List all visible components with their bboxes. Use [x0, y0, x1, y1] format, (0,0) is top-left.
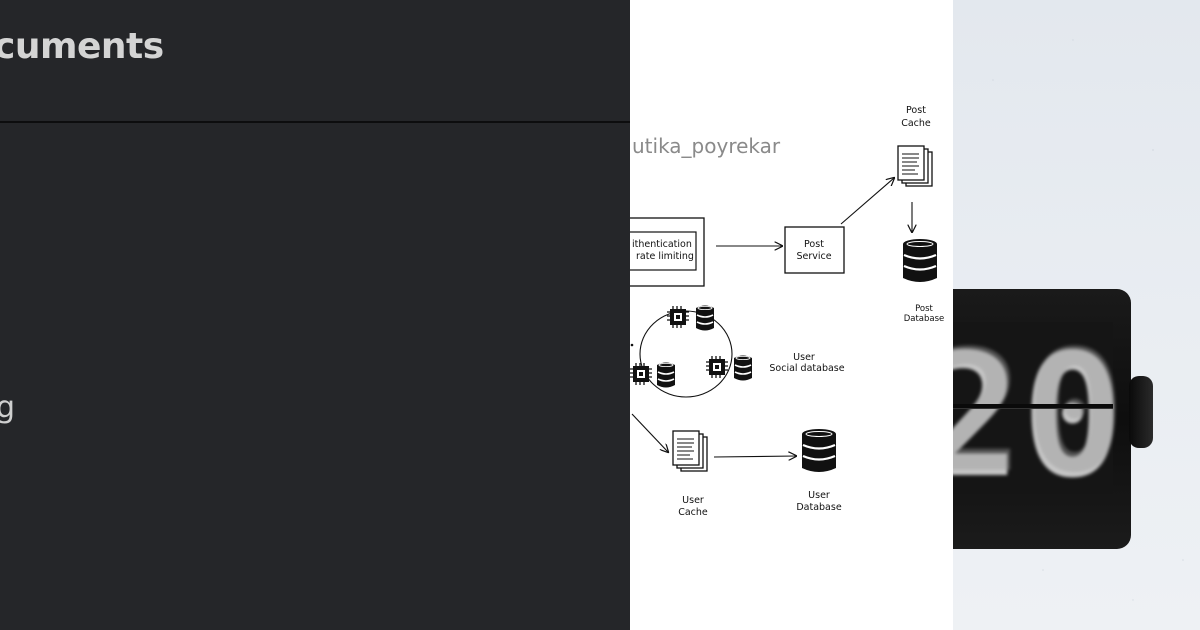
header-divider [0, 121, 630, 123]
panel-title: cuments [0, 26, 164, 67]
mini-database-icon [656, 361, 676, 389]
user-cache-icon [672, 430, 708, 472]
post-cache-label-2: Cache [901, 118, 931, 129]
dark-documents-panel: cuments g [0, 0, 630, 630]
architecture-diagram: utika_poyrekar ithentication rate limiti… [630, 105, 945, 518]
user-database-label-2: Database [796, 502, 841, 513]
user-social-db-label-2: Social database [769, 363, 844, 374]
auth-label: ithentication [632, 239, 692, 250]
user-cache-label-1: User [682, 495, 704, 506]
flip-clock-image: 20 20 [953, 39, 1184, 601]
post-database-label-1: Post [915, 304, 933, 314]
mini-database-icon [733, 354, 753, 382]
server-icon [666, 305, 690, 329]
arrow-user-cache-to-db [713, 456, 796, 457]
post-cache-label-1: Post [906, 105, 926, 116]
user-social-db-label-1: User [793, 352, 815, 363]
flip-digits: 20 20 [953, 314, 1125, 516]
post-service-box: Post Service [784, 226, 845, 274]
sidebar-item-fragment: g [0, 390, 16, 425]
rate-limit-label: rate limiting [636, 251, 694, 262]
post-database-label-2: Database [904, 314, 945, 324]
flip-clock-photo: 20 20 [953, 0, 1200, 630]
svg-text:20: 20 [953, 314, 1125, 510]
server-icon [705, 355, 729, 379]
flip-digits-text: 20 [953, 318, 1124, 516]
post-database-icon [901, 237, 939, 284]
author-watermark: utika_poyrekar [632, 134, 781, 158]
auth-rate-limit-box: ithentication rate limiting [630, 217, 705, 287]
post-service-label-2: Service [796, 251, 831, 262]
user-cache-label-2: Cache [678, 507, 708, 518]
arrow-service-to-cache [840, 178, 894, 225]
post-service-label-1: Post [804, 239, 824, 250]
post-cache-icon [897, 145, 933, 187]
architecture-diagram-panel: utika_poyrekar ithentication rate limiti… [630, 0, 953, 630]
server-icon [630, 362, 653, 386]
user-database-icon [800, 427, 838, 474]
mini-database-icon [695, 304, 715, 332]
user-database-label-1: User [808, 490, 830, 501]
clock-knob [1129, 376, 1153, 448]
arrow-to-user-cache [631, 413, 668, 452]
user-social-cluster [630, 304, 753, 398]
